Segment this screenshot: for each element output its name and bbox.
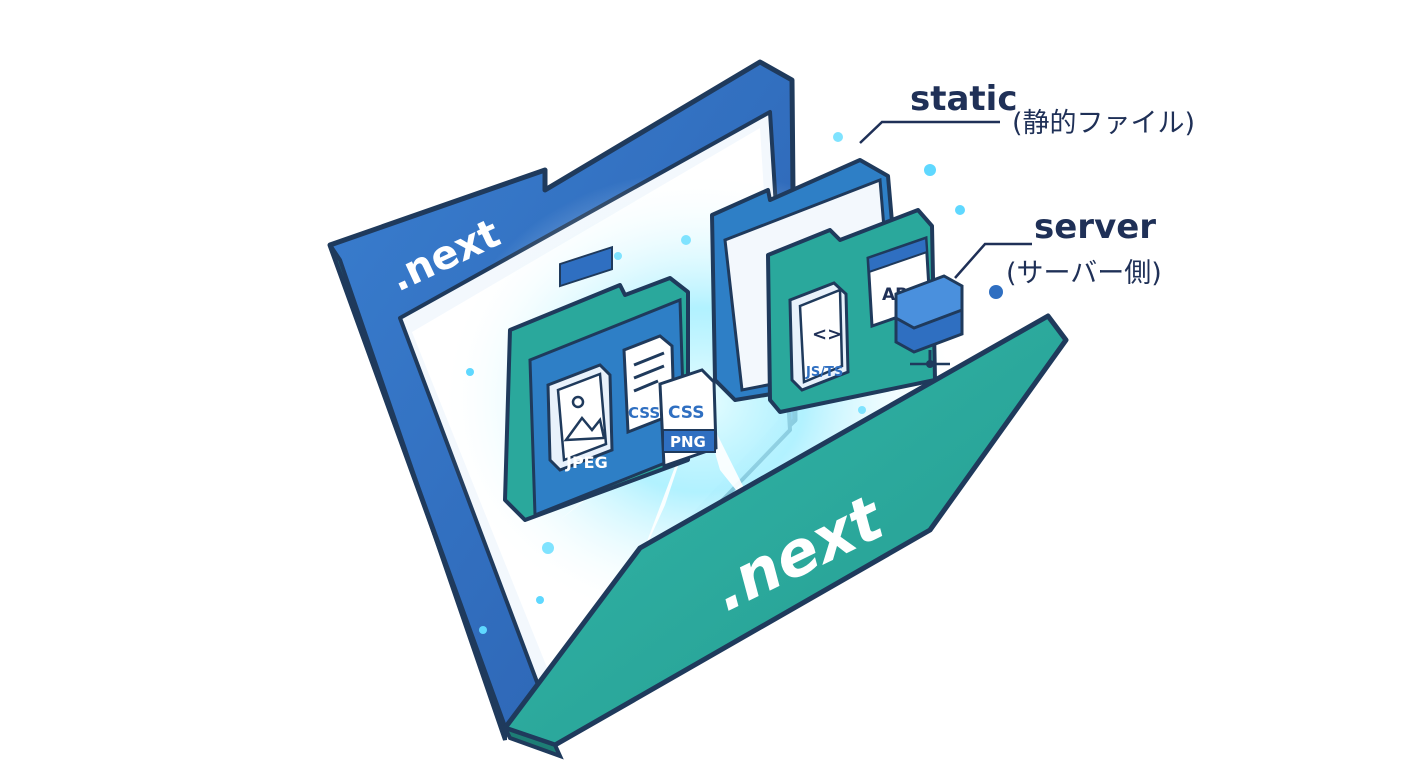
png-file-icon: CSS PNG [658,368,718,469]
server-subfolder: <> JS/TS API [710,158,964,414]
jpeg-tag: JPEG [565,453,608,472]
js-tag: JS/TS [805,365,843,380]
static-callout: static (静的ファイル) [859,79,1195,144]
server-callout-subtitle: (サーバー側) [1006,258,1162,289]
server-callout: server (サーバー側) [954,207,1162,289]
static-callout-subtitle: (静的ファイル) [1012,108,1195,139]
static-callout-title: static [910,79,1018,119]
static-subfolder: JPEG CSS CSS PNG [503,245,718,522]
css-back-tag: CSS [628,404,660,422]
js-file-icon: <> JS/TS [788,281,850,392]
server-callout-title: server [1034,207,1156,247]
png-tag: PNG [670,433,706,451]
jpeg-file-icon: JPEG [546,245,614,472]
css-front-tag: CSS [668,403,705,423]
folder-front-panel: .next [501,313,1069,760]
js-code-glyph: <> [812,324,842,345]
server-stack-icon [894,274,964,368]
